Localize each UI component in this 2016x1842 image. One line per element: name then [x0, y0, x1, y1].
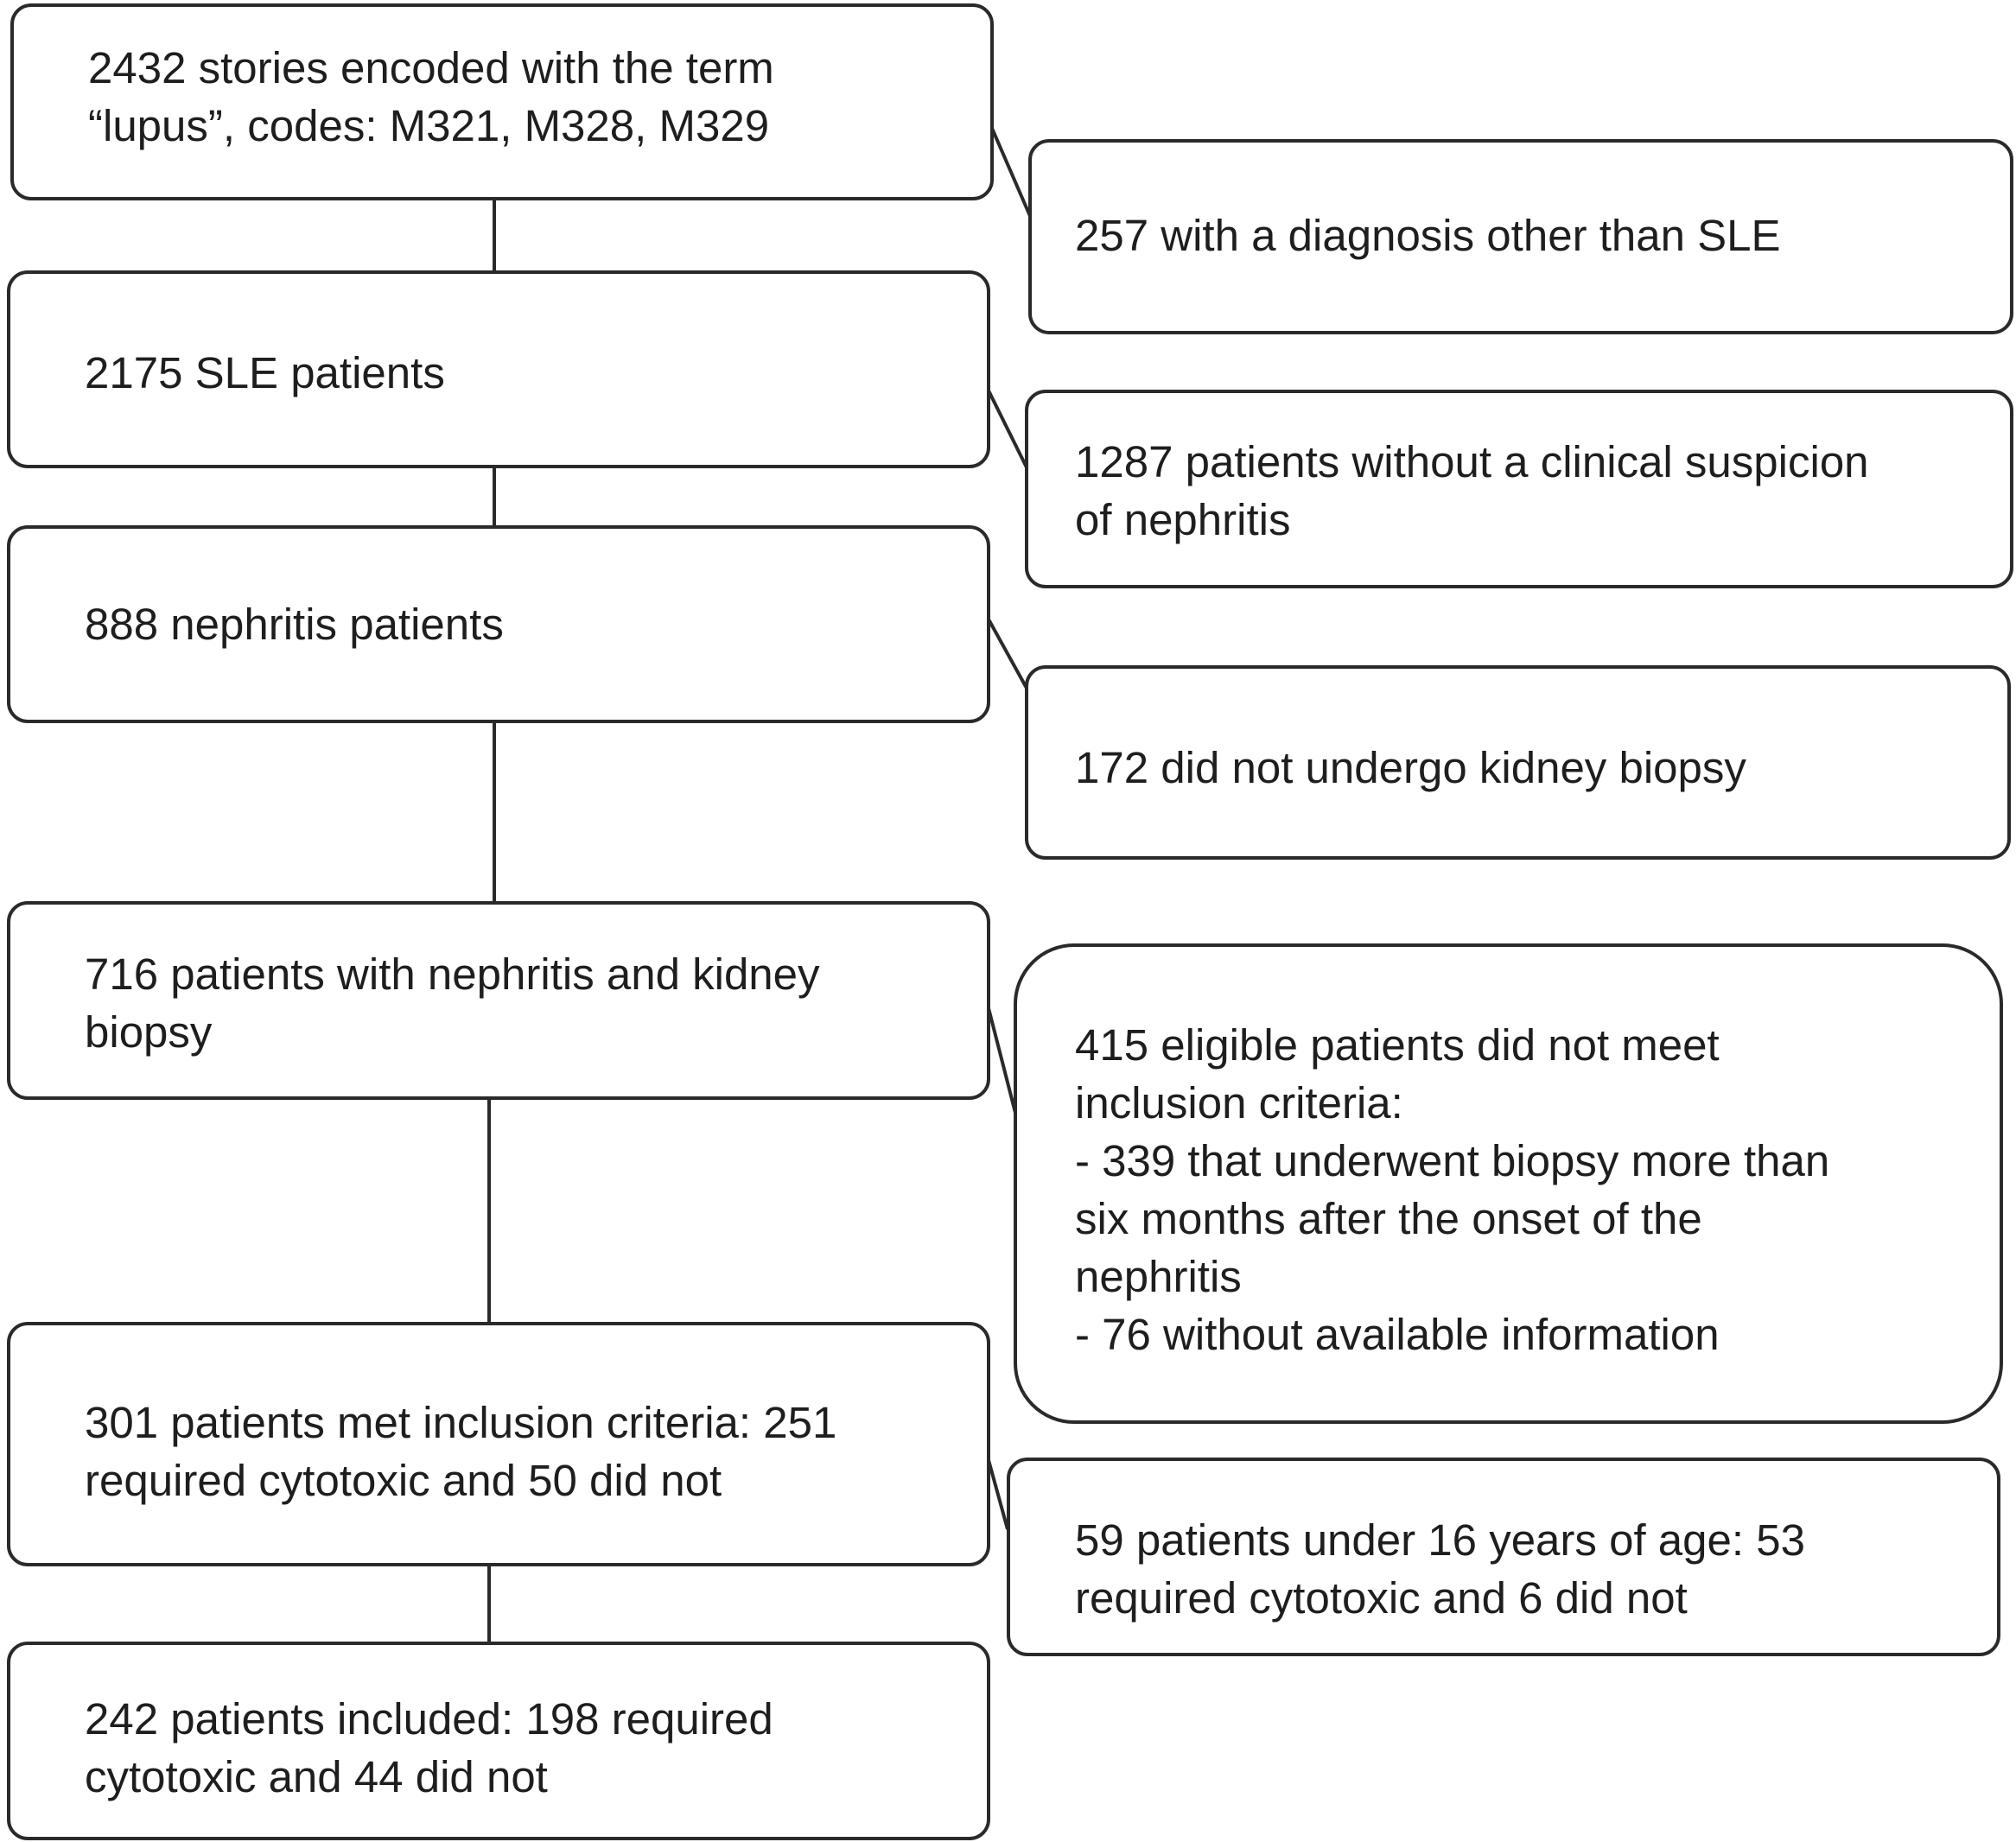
step-nephritis-text: 888 nephritis patients — [85, 600, 504, 649]
step-met-criteria-box: 301 patients met inclusion criteria: 251… — [7, 1322, 990, 1566]
step-sle-text: 2175 SLE patients — [85, 348, 445, 397]
step-biopsy-text: 716 patients with nephritis and kidney b… — [85, 950, 820, 1057]
step-included-text: 242 patients included: 198 required cyto… — [85, 1694, 773, 1801]
step-sle-box: 2175 SLE patients — [7, 270, 990, 468]
connector-biopsy-to-not-eligible — [987, 1007, 1017, 1114]
exclusion-no-suspicion-box: 1287 patients without a clinical suspici… — [1025, 390, 2013, 588]
step-stories-box: 2432 stories encoded with the term “lupu… — [10, 3, 994, 200]
step-biopsy-box: 716 patients with nephritis and kidney b… — [7, 901, 990, 1100]
exclusion-other-diagnosis-box: 257 with a diagnosis other than SLE — [1028, 139, 2013, 334]
exclusion-not-eligible-box: 415 eligible patients did not meet inclu… — [1014, 943, 2003, 1424]
connector-sle-to-no-suspicion — [982, 379, 1030, 472]
step-nephritis-box: 888 nephritis patients — [7, 525, 990, 723]
step-stories-text: 2432 stories encoded with the term “lupu… — [88, 43, 774, 150]
exclusion-under-16-text: 59 patients under 16 years of age: 53 re… — [1075, 1515, 1805, 1623]
exclusion-not-eligible-text: 415 eligible patients did not meet inclu… — [1075, 1020, 1830, 1359]
exclusion-no-biopsy-box: 172 did not undergo kidney biopsy — [1025, 665, 2011, 860]
connector-nephritis-to-no-biopsy — [982, 609, 1030, 692]
exclusion-no-suspicion-text: 1287 patients without a clinical suspici… — [1075, 437, 1869, 544]
connector-met-criteria-to-under-16 — [987, 1459, 1009, 1530]
step-included-box: 242 patients included: 198 required cyto… — [7, 1642, 990, 1840]
step-met-criteria-text: 301 patients met inclusion criteria: 251… — [85, 1398, 837, 1505]
exclusion-other-diagnosis-text: 257 with a diagnosis other than SLE — [1075, 211, 1781, 260]
exclusion-under-16-box: 59 patients under 16 years of age: 53 re… — [1007, 1458, 2000, 1656]
exclusion-no-biopsy-text: 172 did not undergo kidney biopsy — [1075, 743, 1746, 792]
